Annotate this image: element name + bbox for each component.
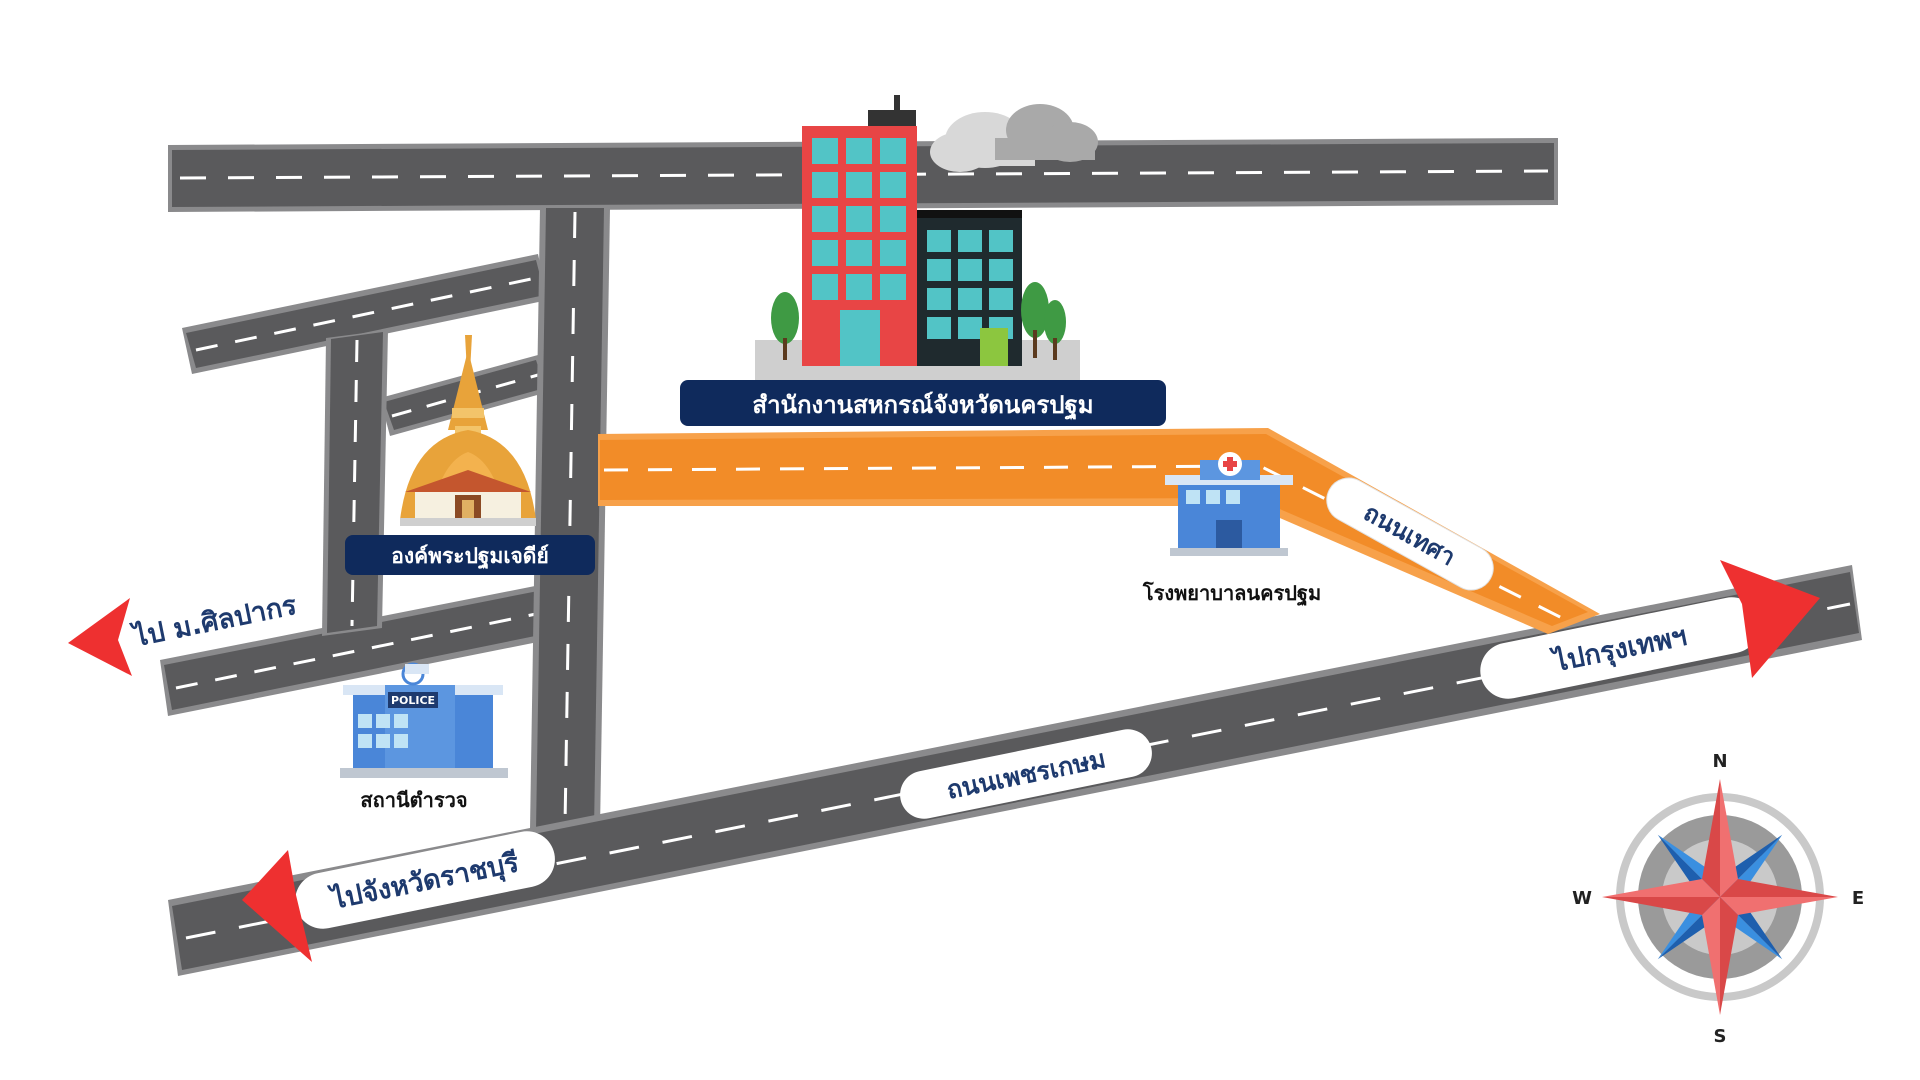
window (376, 714, 390, 728)
temple-icon (400, 335, 536, 526)
compass-west: W (1572, 888, 1592, 909)
window (812, 274, 838, 300)
office-label: สำนักงานสหกรณ์จังหวัดนครปฐม (680, 380, 1166, 426)
window (1186, 490, 1200, 504)
hospital-label: โรงพยาบาลนครปฐม (1142, 581, 1321, 607)
window (958, 288, 982, 310)
upper-left-road (182, 254, 548, 374)
window (927, 230, 951, 252)
window (958, 230, 982, 252)
window (958, 317, 982, 339)
window (394, 734, 408, 748)
silpakorn-road (160, 585, 548, 716)
window (358, 714, 372, 728)
window (846, 206, 872, 232)
direction-ratchaburi-arrow-icon (242, 850, 312, 962)
main-vertical-road (530, 208, 610, 830)
compass-rose-icon: N S E W (1572, 751, 1864, 1047)
police-station-icon: POLICE (340, 662, 508, 778)
window (812, 138, 838, 164)
window (927, 259, 951, 281)
window (812, 172, 838, 198)
window (1226, 490, 1240, 504)
window (880, 206, 906, 232)
window (358, 734, 372, 748)
window (394, 714, 408, 728)
window (958, 259, 982, 281)
window (812, 240, 838, 266)
police-station-label: สถานีตำรวจ (360, 788, 467, 812)
direction-silpakorn-arrow-icon (68, 598, 132, 676)
window (846, 240, 872, 266)
window (376, 734, 390, 748)
police-sign: POLICE (391, 694, 435, 707)
window (880, 274, 906, 300)
window (1206, 490, 1220, 504)
window (989, 230, 1013, 252)
window (989, 259, 1013, 281)
compass-east: E (1852, 888, 1864, 909)
cloud-icon (930, 104, 1098, 172)
window (846, 172, 872, 198)
compass-south: S (1714, 1026, 1727, 1047)
office-building-icon (755, 95, 1080, 380)
temple-label: องค์พระปฐมเจดีย์ (345, 535, 595, 575)
window (880, 240, 906, 266)
window (812, 206, 838, 232)
window (846, 274, 872, 300)
window (927, 317, 951, 339)
window (880, 172, 906, 198)
direction-bangkok-arrow-icon (1720, 560, 1820, 678)
window (846, 138, 872, 164)
window (989, 288, 1013, 310)
compass-north: N (1712, 751, 1727, 772)
left-vertical-road (322, 330, 388, 636)
hospital-icon (1165, 452, 1293, 556)
window (880, 138, 906, 164)
temple-label-text: องค์พระปฐมเจดีย์ (391, 544, 549, 570)
office-label-text: สำนักงานสหกรณ์จังหวัดนครปฐม (752, 391, 1093, 421)
window (927, 288, 951, 310)
